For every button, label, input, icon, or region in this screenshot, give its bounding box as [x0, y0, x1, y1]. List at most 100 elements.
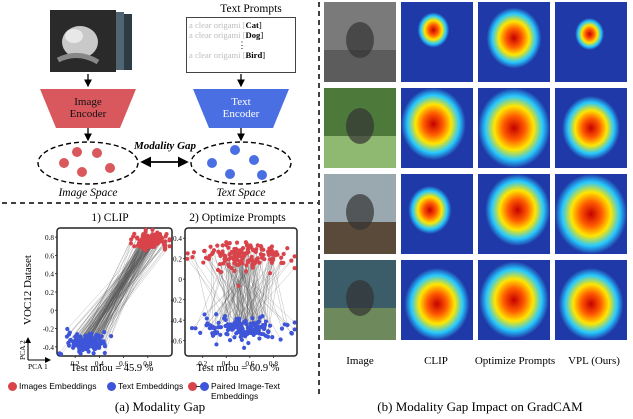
text-embedding-point — [234, 331, 239, 336]
text-embedding-point — [240, 332, 246, 338]
text-embedding-point — [257, 336, 262, 341]
pair-line — [268, 257, 282, 332]
text-embedding-point — [246, 340, 251, 346]
text-embedding-point — [228, 322, 233, 327]
image-embedding-point — [226, 245, 231, 250]
legend-pair-line — [196, 386, 201, 387]
y-tick-label: 0.2 — [173, 256, 182, 264]
pair-line — [187, 253, 226, 320]
pair-line — [87, 246, 147, 339]
image-embedding-point — [240, 246, 246, 251]
text-embedding-point — [93, 334, 98, 339]
image-embedding-point — [139, 237, 144, 242]
text-embedding-point — [270, 335, 275, 340]
gradcam-map — [478, 2, 550, 82]
text-embedding-point — [85, 336, 90, 341]
image-embedding-point — [259, 255, 265, 260]
image-embedding-point — [128, 241, 134, 246]
modality-gap-label: Modality Gap — [133, 140, 197, 152]
image-embedding-point — [289, 258, 294, 263]
pair-line — [259, 250, 272, 339]
text-embedding-point — [285, 322, 290, 328]
text-embedding-point — [260, 314, 265, 319]
text-embedding-point — [211, 332, 216, 337]
pair-line — [89, 236, 149, 346]
text-embedding-point — [102, 330, 107, 335]
pair-line — [76, 239, 145, 343]
image-embedding-point — [239, 250, 244, 255]
x-tick-label: 0.6 — [245, 360, 254, 368]
pair-line — [224, 260, 233, 330]
image-embedding-point — [132, 244, 137, 249]
image-embedding-point — [226, 257, 231, 262]
image-embedding-point — [215, 243, 220, 248]
image-encoder-shape — [40, 89, 136, 128]
image-embedding-point — [270, 257, 276, 263]
image-embedding-point — [147, 237, 153, 242]
pair-line — [239, 254, 276, 327]
text-embedding-point — [263, 319, 269, 324]
pair-line — [96, 242, 142, 335]
pair-line — [70, 236, 149, 341]
text-prompts-title: Text Prompts — [220, 3, 282, 15]
plot2-title: 2) Optimize Prompts — [189, 212, 286, 224]
pair-line — [81, 239, 142, 343]
text-embedding-point — [261, 322, 266, 328]
pair-line — [252, 253, 284, 333]
image-embedding-point — [250, 265, 255, 270]
pair-line — [241, 252, 253, 330]
text-embedding-point — [65, 326, 70, 332]
image-embedding-point — [244, 263, 249, 268]
image-embedding-point — [210, 250, 216, 255]
image-embedding-point — [191, 250, 196, 255]
text-embedding-point — [202, 312, 207, 317]
image-space-dots — [59, 147, 115, 177]
image-embedding-point — [248, 243, 253, 248]
text-embedding-point — [253, 326, 258, 332]
pair-line — [205, 257, 253, 331]
text-embedding-point — [265, 334, 271, 339]
pair-line — [69, 247, 143, 333]
text-embedding-point — [86, 349, 91, 354]
pair-line — [220, 256, 295, 335]
text-embedding-point — [74, 335, 79, 340]
text-embedding-point — [250, 316, 255, 321]
text-encoder-shape — [193, 89, 289, 128]
legend-image-label: Images Embeddings — [19, 381, 97, 391]
source-image — [324, 260, 396, 340]
image-embedding-point — [230, 255, 235, 260]
text-embedding-point — [289, 331, 294, 336]
text-embedding-point — [218, 332, 223, 337]
image-embedding-point — [218, 269, 224, 275]
x-tick-label: 0.4 — [222, 360, 231, 368]
image-embedding-point — [143, 229, 148, 234]
legend-pair-label: Paired Image-Text Embeddings — [211, 381, 280, 401]
image-embedding-point — [255, 259, 260, 264]
source-image — [324, 2, 396, 82]
text-embedding-point — [218, 325, 224, 330]
image-space-label: Image Space — [58, 187, 118, 199]
text-embedding-point — [266, 329, 271, 335]
text-embedding-point — [74, 343, 79, 348]
gradcam-map — [401, 260, 473, 340]
image-embedding-point — [285, 246, 290, 251]
image-embedding-point — [233, 256, 239, 261]
text-embedding-point — [249, 323, 255, 328]
text-embedding-point — [278, 337, 283, 342]
pair-line — [99, 243, 142, 348]
legend-pair-dot-blue — [200, 382, 209, 391]
image-embedding-point — [259, 247, 264, 252]
col-label-clip: CLIP — [424, 355, 448, 367]
y-tick-label: 0 — [178, 276, 182, 284]
pair-line — [76, 250, 146, 346]
y-tick-label: 0.2 — [45, 289, 54, 297]
text-encoder-label: Text Encoder — [222, 96, 260, 120]
text-embedding-point — [216, 320, 221, 325]
col-label-vpl: VPL (Ours) — [568, 355, 620, 367]
gradcam-map — [555, 88, 627, 168]
image-embedding-point — [251, 248, 256, 253]
source-image — [324, 174, 396, 254]
x-tick-label: 0.4 — [95, 360, 104, 368]
plot1-test-miou: Test mIou = 45.9 % — [70, 363, 154, 374]
